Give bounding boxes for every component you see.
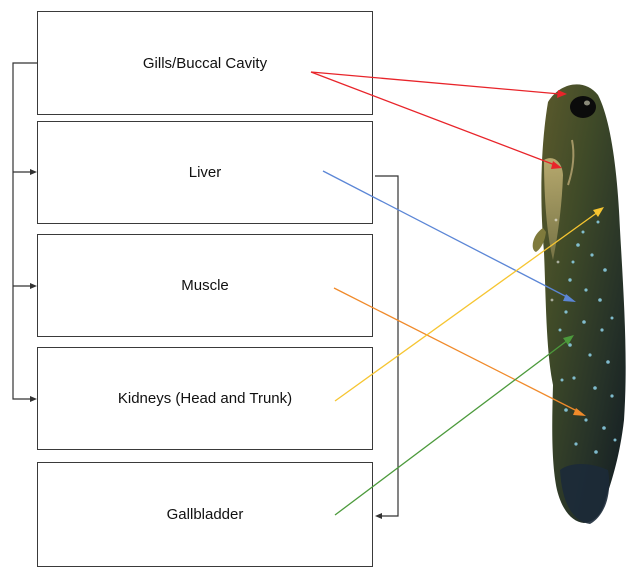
muscle-arrow (334, 288, 579, 412)
fish-eye (570, 96, 596, 118)
fish-image (533, 84, 626, 524)
fish-body (541, 84, 625, 523)
gills-arrows (311, 72, 560, 165)
left-bracket-arrowheads (30, 169, 37, 402)
left-bracket-connector (13, 63, 37, 399)
fish-tail (560, 464, 609, 524)
right-bracket-connector (375, 176, 398, 519)
liver-arrow (323, 171, 569, 298)
gallbladder-arrow (335, 340, 568, 515)
